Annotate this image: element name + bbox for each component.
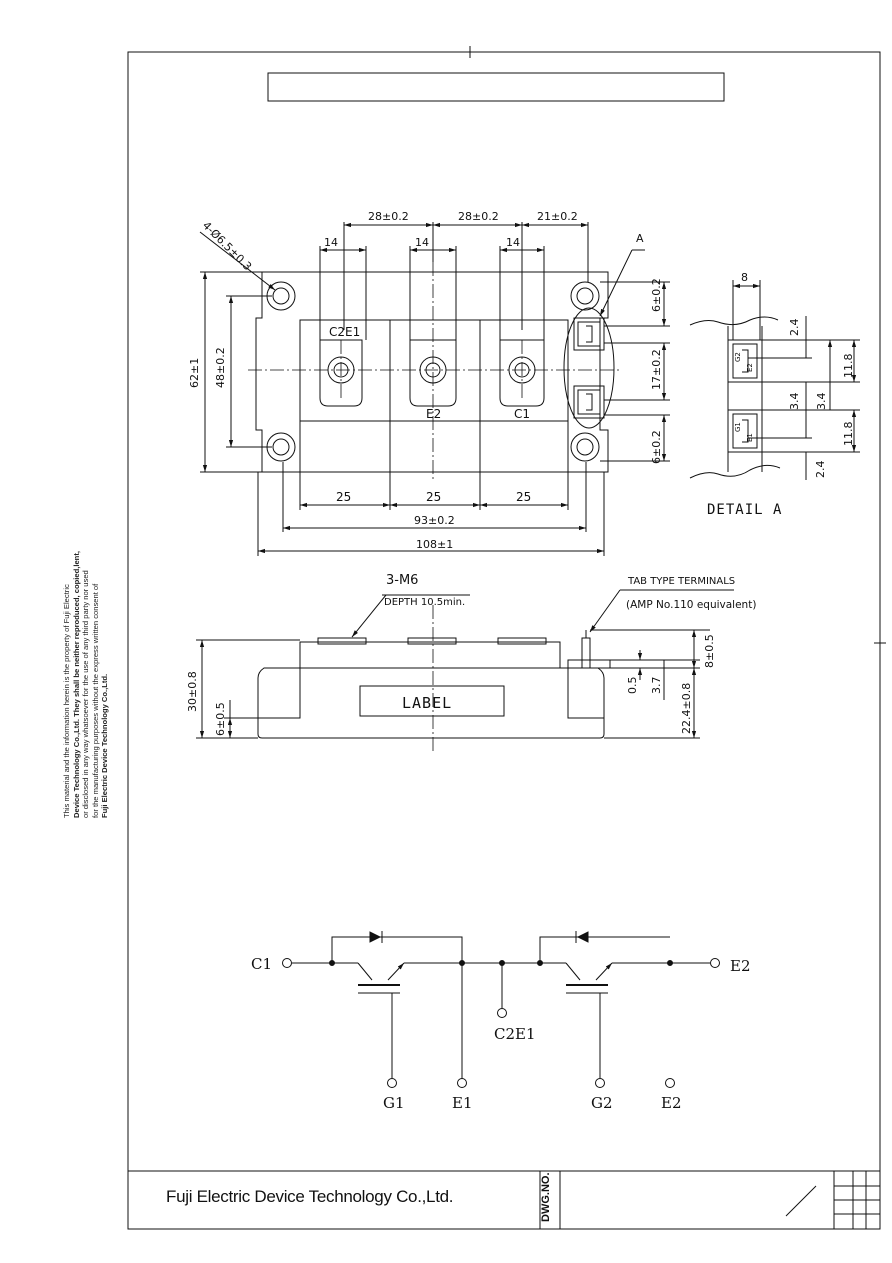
amp-equivalent-label: (AMP No.110 equivalent) xyxy=(626,599,756,611)
dim-6-a: 6±0.2 xyxy=(650,278,663,312)
dim-22-4: 22.4±0.8 xyxy=(680,683,693,734)
dwg-no-label: DWG.NO. xyxy=(540,1172,552,1223)
dim-21: 21±0.2 xyxy=(537,210,578,223)
pin-c2e1: C2E1 xyxy=(494,1025,536,1043)
schematic-labels: C1 E2 C2E1 G1 E1 G2 E2 xyxy=(251,955,751,1112)
pin-e2-right: E2 xyxy=(730,957,751,975)
detail-ref-a: A xyxy=(636,232,644,245)
pin-c1: C1 xyxy=(251,955,272,973)
tab-terminals-label: TAB TYPE TERMINALS xyxy=(627,576,735,587)
detail-dim-8: 8 xyxy=(741,271,748,284)
dim-0-5: 0.5 xyxy=(626,677,639,695)
dim-25-c: 25 xyxy=(516,490,531,504)
detail-dim-11-8-a: 11.8 xyxy=(842,354,855,379)
notice-line-2: Device Technology Co.,Ltd. They shall be… xyxy=(71,551,81,818)
screw-spec: 3-M6 xyxy=(386,573,418,588)
mount-hole-spec: 4-Ø6.5±0.3 xyxy=(200,219,254,273)
dim-14-b: 14 xyxy=(415,236,429,249)
terminal-label-c1: C1 xyxy=(514,407,530,421)
confidentiality-notice: This material and the information herein… xyxy=(62,448,110,818)
company-name: Fuji Electric Device Technology Co.,Ltd. xyxy=(166,1187,454,1206)
detail-a-title: DETAIL A xyxy=(707,502,782,518)
notice-line-5: Fuji Electric Device Technology Co.,Ltd. xyxy=(100,673,110,818)
circuit-schematic xyxy=(282,931,720,1088)
side-view-labels: 3-M6 DEPTH 10.5min. TAB TYPE TERMINALS (… xyxy=(186,573,756,736)
detail-a-labels: 8 2.4 11.8 3.4 3.4 11.8 2.4 DETAIL A G2 … xyxy=(707,271,855,518)
label-plate-text: LABEL xyxy=(402,694,452,712)
notice-line-4: for the manufacturing purposes without t… xyxy=(90,583,100,818)
detail-tab-g1: G1 xyxy=(734,422,742,432)
detail-dim-3-4-a: 3.4 xyxy=(788,393,801,411)
dim-62: 62±1 xyxy=(188,358,201,388)
dim-28-b: 28±0.2 xyxy=(458,210,499,223)
pin-g2: G2 xyxy=(591,1094,613,1112)
notice-line-1: This material and the information herein… xyxy=(62,584,71,818)
title-box xyxy=(267,72,725,102)
side-view xyxy=(196,589,734,752)
dim-6-side: 6±0.5 xyxy=(214,702,227,736)
detail-dim-2-4-a: 2.4 xyxy=(788,319,801,337)
terminal-label-e2: E2 xyxy=(426,407,441,421)
sheet-frame xyxy=(127,46,886,1230)
top-view xyxy=(199,222,670,556)
dim-14-c: 14 xyxy=(506,236,520,249)
notice-line-3: or disclosed in any way whatsoever for t… xyxy=(81,570,91,818)
dim-108: 108±1 xyxy=(416,538,453,551)
detail-tab-g2: G2 xyxy=(734,352,742,362)
detail-dim-3-4-b: 3.4 xyxy=(815,393,828,411)
depth-spec: DEPTH 10.5min. xyxy=(384,597,465,608)
dim-8-side: 8±0.5 xyxy=(703,634,716,668)
dim-30: 30±0.8 xyxy=(186,671,199,712)
dim-25-b: 25 xyxy=(426,490,441,504)
detail-a-view xyxy=(689,280,860,480)
dim-6-b: 6±0.2 xyxy=(650,430,663,464)
terminal-label-c2e1: C2E1 xyxy=(329,325,360,339)
dim-25-a: 25 xyxy=(336,490,351,504)
dim-48: 48±0.2 xyxy=(214,347,227,388)
dim-17: 17±0.2 xyxy=(650,349,663,390)
pin-e1: E1 xyxy=(452,1094,473,1112)
dim-14-a: 14 xyxy=(324,236,338,249)
pin-g1: G1 xyxy=(383,1094,405,1112)
detail-dim-11-8-b: 11.8 xyxy=(842,422,855,447)
dim-93: 93±0.2 xyxy=(414,514,455,527)
dim-28-a: 28±0.2 xyxy=(368,210,409,223)
detail-dim-2-4-b: 2.4 xyxy=(814,461,827,479)
detail-tab-e2: E2 xyxy=(746,363,754,372)
detail-tab-e1: E1 xyxy=(746,433,754,442)
dim-3-7: 3.7 xyxy=(650,677,663,695)
pin-e2-bottom: E2 xyxy=(661,1094,682,1112)
